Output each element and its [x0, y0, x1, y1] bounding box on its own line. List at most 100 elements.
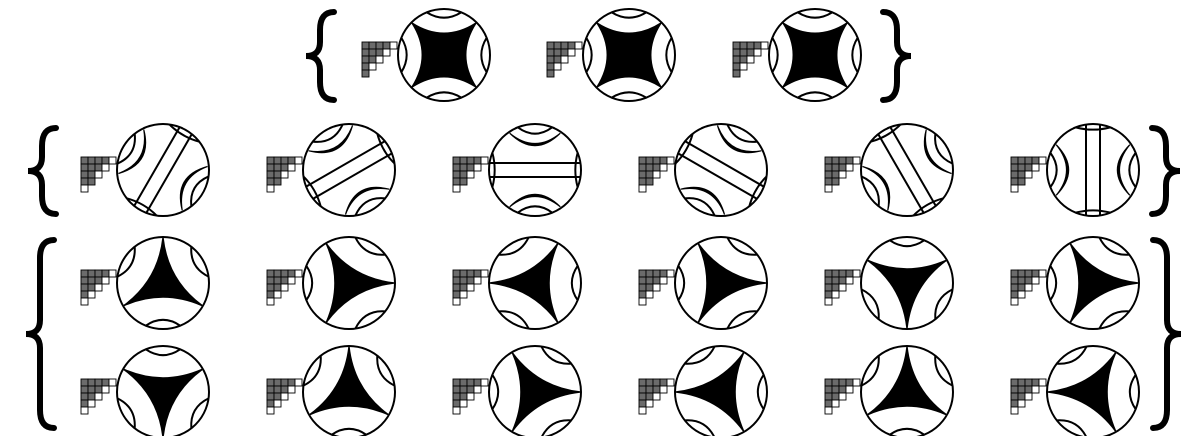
pattern-cell-filled — [95, 386, 102, 393]
pattern-cell-filled — [639, 157, 646, 164]
pattern-cell-filled — [740, 42, 747, 49]
pattern-cell-filled — [740, 49, 747, 56]
pattern-cell-filled — [453, 284, 460, 291]
pattern-cell-empty — [390, 42, 397, 49]
pattern-cell-filled — [653, 270, 660, 277]
pattern-cell-filled — [288, 157, 295, 164]
circle-diagram — [659, 223, 782, 345]
pattern-cell-filled — [467, 277, 474, 284]
pattern-cell-filled — [267, 164, 274, 171]
pattern-cell-empty — [281, 171, 288, 178]
left-brace — [26, 240, 54, 428]
pattern-cell-empty — [1011, 185, 1018, 192]
pattern-cell-empty — [825, 185, 832, 192]
pattern-cell-filled — [646, 171, 653, 178]
pattern-cell-empty — [1025, 393, 1032, 400]
pattern-cell-filled — [839, 386, 846, 393]
pattern-cell-filled — [95, 270, 102, 277]
pattern-cell-filled — [95, 379, 102, 386]
circle-diagram — [489, 346, 581, 436]
pattern-cell-filled — [660, 157, 667, 164]
pattern-cell-filled — [274, 164, 281, 171]
young-diagram-pattern — [825, 157, 860, 192]
pattern-cell-filled — [274, 178, 281, 185]
pattern-cell-filled — [825, 178, 832, 185]
pattern-cell-filled — [1011, 171, 1018, 178]
pattern-cell-filled — [1011, 400, 1018, 407]
pattern-cell-filled — [281, 386, 288, 393]
pattern-cell-filled — [1025, 379, 1032, 386]
diagram-item — [1011, 237, 1139, 329]
young-diagram-pattern — [267, 270, 302, 305]
pattern-cell-filled — [267, 277, 274, 284]
pattern-cell-filled — [825, 277, 832, 284]
diagram-item — [639, 332, 783, 436]
pattern-cell-filled — [274, 277, 281, 284]
pattern-cell-filled — [460, 157, 467, 164]
pattern-cell-empty — [1039, 379, 1046, 386]
pattern-cell-empty — [295, 157, 302, 164]
pattern-cell-empty — [1018, 291, 1025, 298]
left-brace — [28, 128, 56, 214]
pattern-cell-filled — [362, 70, 369, 77]
pattern-cell-empty — [747, 56, 754, 63]
pattern-cell-empty — [281, 284, 288, 291]
pattern-cell-empty — [667, 379, 674, 386]
pattern-cell-empty — [467, 171, 474, 178]
pattern-cell-empty — [1039, 157, 1046, 164]
pattern-cell-filled — [267, 400, 274, 407]
pattern-cell-filled — [1011, 157, 1018, 164]
pattern-cell-filled — [474, 157, 481, 164]
pattern-cell-filled — [274, 379, 281, 386]
circle-diagram — [847, 109, 966, 230]
diagram-item — [362, 9, 490, 101]
pattern-cell-empty — [295, 379, 302, 386]
pattern-cell-filled — [639, 270, 646, 277]
pattern-cell-filled — [747, 49, 754, 56]
pattern-cell-empty — [474, 164, 481, 171]
pattern-cell-filled — [733, 49, 740, 56]
diagram-item — [267, 331, 409, 436]
pattern-cell-filled — [267, 284, 274, 291]
pattern-cell-filled — [281, 164, 288, 171]
circle-diagram — [1047, 237, 1139, 329]
pattern-cell-filled — [832, 386, 839, 393]
pattern-cell-filled — [646, 277, 653, 284]
pattern-cell-empty — [568, 49, 575, 56]
diagram-item — [453, 237, 581, 329]
diagram-item — [825, 237, 953, 329]
pattern-cell-filled — [832, 284, 839, 291]
young-diagram-pattern — [81, 379, 116, 414]
pattern-cell-empty — [481, 379, 488, 386]
pattern-cell-filled — [832, 277, 839, 284]
pattern-cell-filled — [1011, 386, 1018, 393]
diagram-item — [733, 9, 861, 101]
circle-diagram — [288, 110, 409, 229]
pattern-cell-empty — [1011, 298, 1018, 305]
diagram-item — [81, 237, 209, 329]
pattern-cell-filled — [453, 400, 460, 407]
pattern-cell-filled — [88, 284, 95, 291]
pattern-cell-empty — [825, 407, 832, 414]
pattern-cell-filled — [81, 291, 88, 298]
pattern-cell-empty — [95, 393, 102, 400]
pattern-cell-empty — [639, 298, 646, 305]
pattern-cell-filled — [453, 393, 460, 400]
diagram-item — [267, 221, 410, 343]
pattern-cell-empty — [267, 407, 274, 414]
pattern-cell-filled — [547, 63, 554, 70]
diagram-boundary-circle — [1047, 124, 1139, 216]
circle-diagram — [1047, 346, 1139, 436]
pattern-cell-filled — [81, 270, 88, 277]
circle-diagram — [287, 331, 409, 436]
pattern-cell-filled — [362, 63, 369, 70]
young-diagram-pattern — [1011, 270, 1046, 305]
pattern-cell-filled — [102, 157, 109, 164]
pattern-cell-filled — [95, 164, 102, 171]
pattern-cell-filled — [460, 284, 467, 291]
pattern-cell-filled — [547, 42, 554, 49]
pattern-cell-filled — [832, 379, 839, 386]
diagram-item — [639, 110, 782, 229]
pattern-cell-filled — [460, 270, 467, 277]
pattern-cell-empty — [639, 407, 646, 414]
